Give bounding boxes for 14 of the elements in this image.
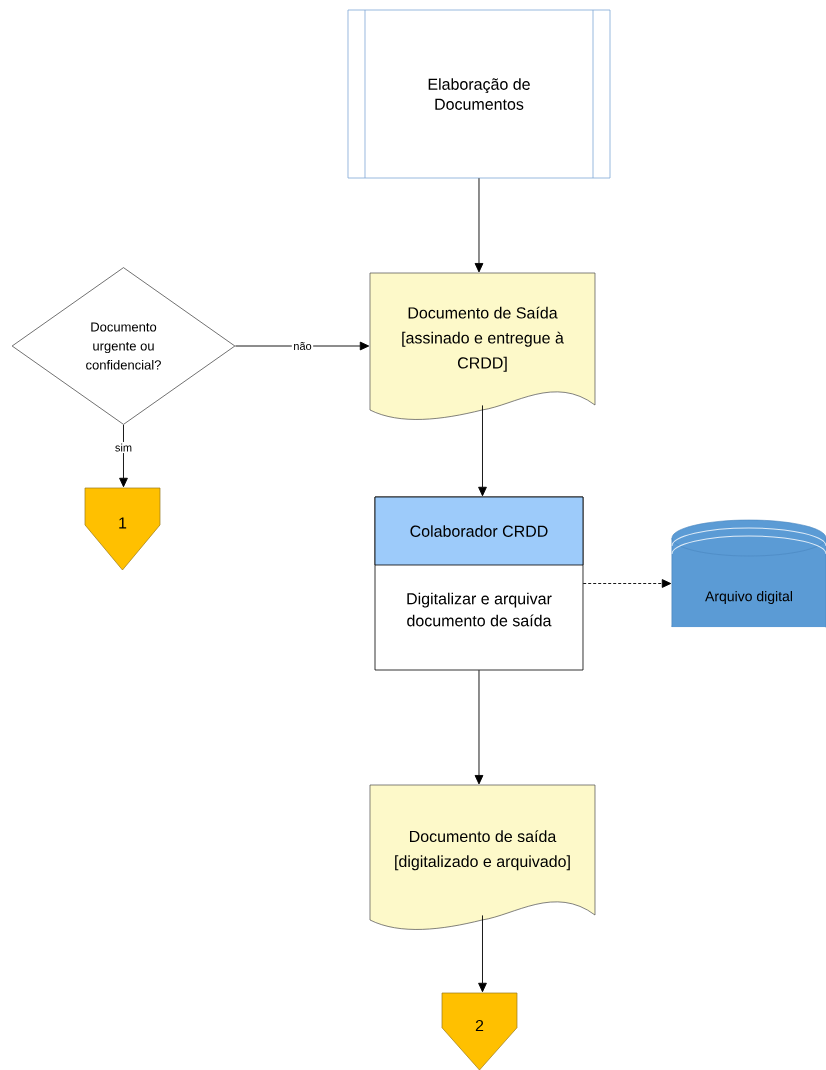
arrow	[582, 579, 672, 588]
off-page-connector: 2	[441, 992, 518, 1070]
edge-label: não	[291, 340, 314, 352]
arrow	[474, 177, 484, 273]
arrow	[474, 669, 484, 785]
arrow	[478, 914, 487, 993]
arrow	[119, 424, 128, 488]
process-box: Elaboração de Documentos	[347, 9, 611, 179]
off-page-connector: 1	[84, 487, 161, 571]
edge-label: sim	[113, 441, 134, 454]
header-bar: Colaborador CRDD	[374, 496, 584, 566]
arrow	[234, 341, 370, 351]
arrow	[478, 404, 487, 497]
database-cylinder: Arquivo digital	[671, 519, 826, 628]
